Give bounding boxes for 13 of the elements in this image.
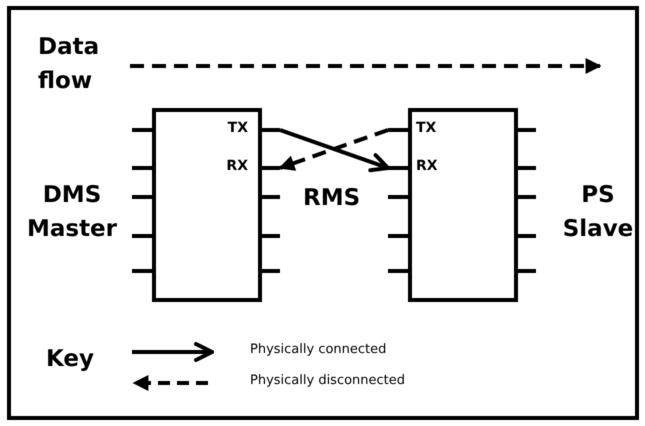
chip-box bbox=[388, 108, 536, 302]
legend-text: Physically connected bbox=[250, 342, 386, 357]
legend-text: Physically disconnected bbox=[250, 373, 406, 388]
chip-box bbox=[132, 108, 280, 302]
chip-caption: PS Slave bbox=[562, 181, 634, 244]
key-heading: Key bbox=[46, 345, 94, 374]
chip-caption: DMS Master bbox=[26, 181, 118, 244]
pin-label: RX bbox=[416, 158, 438, 174]
pin-label: TX bbox=[416, 120, 436, 136]
diagram-label: RMS bbox=[303, 184, 360, 213]
diagram-label: Data flow bbox=[38, 33, 100, 96]
pin-label: RX bbox=[226, 158, 248, 174]
pin-label: TX bbox=[228, 120, 248, 136]
